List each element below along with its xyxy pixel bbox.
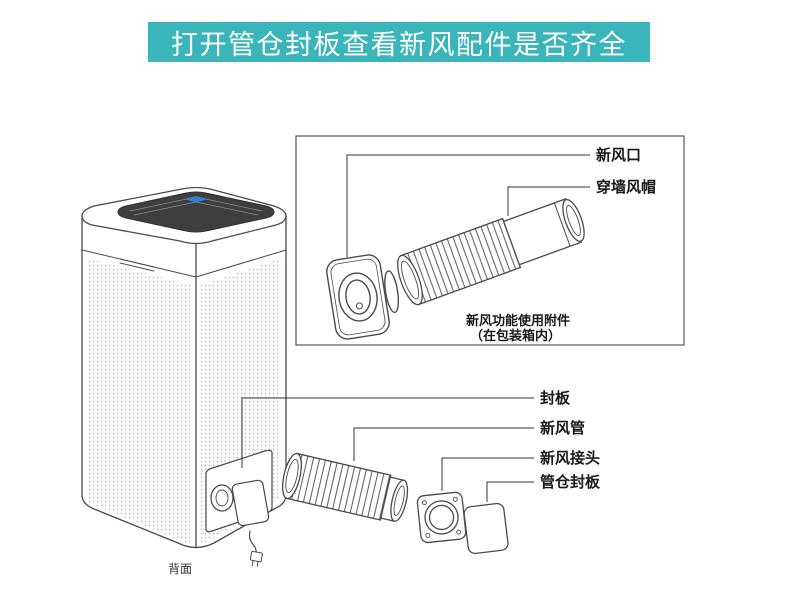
label-fresh-air-inlet: 新风口	[596, 146, 641, 164]
bottom-parts	[281, 452, 509, 555]
pipe-compartment-opening	[205, 449, 273, 567]
compartment-cover-plate-drawing	[231, 479, 270, 527]
back-view-caption: 背面	[168, 562, 192, 576]
page-title: 打开管仓封板查看新风配件是否齐全	[171, 29, 627, 60]
label-wall-cap: 穿墙风帽	[596, 178, 656, 196]
leader-pipe-compartment-cover	[486, 481, 534, 502]
title-banner: 打开管仓封板查看新风配件是否齐全	[148, 22, 650, 62]
leader-lines	[241, 154, 590, 502]
leader-cover-plate	[241, 397, 534, 468]
leader-fresh-air-connector	[441, 457, 534, 491]
fresh-air-connector-drawing	[416, 491, 467, 544]
display-screen	[184, 196, 208, 203]
pipe-compartment-cover-drawing	[463, 502, 509, 555]
accessory-box: 新风功能使用附件 （在包装箱内）	[295, 135, 685, 346]
label-fresh-air-connector: 新风接头	[540, 449, 600, 467]
fresh-air-hose-drawing	[281, 452, 409, 522]
leader-wall-cap	[507, 186, 590, 216]
label-cover-plate: 封板	[540, 389, 571, 407]
label-pipe-compartment-cover: 管仓封板	[540, 473, 601, 491]
top-grille	[117, 191, 275, 233]
accessory-box-border	[295, 135, 685, 346]
label-fresh-air-pipe: 新风管	[540, 419, 585, 437]
wall-tube-drawing	[397, 198, 585, 306]
wall-flange-drawing	[326, 254, 400, 340]
air-purifier-drawing	[81, 186, 287, 567]
accessory-note-line1: 新风功能使用附件	[466, 313, 570, 328]
leader-fresh-air-pipe	[353, 427, 534, 461]
leader-fresh-air-inlet	[346, 154, 590, 257]
perforation-left-face	[87, 258, 191, 545]
power-cord	[248, 530, 263, 567]
accessory-note-line2: （在包装箱内）	[470, 328, 561, 343]
handle	[119, 258, 155, 272]
